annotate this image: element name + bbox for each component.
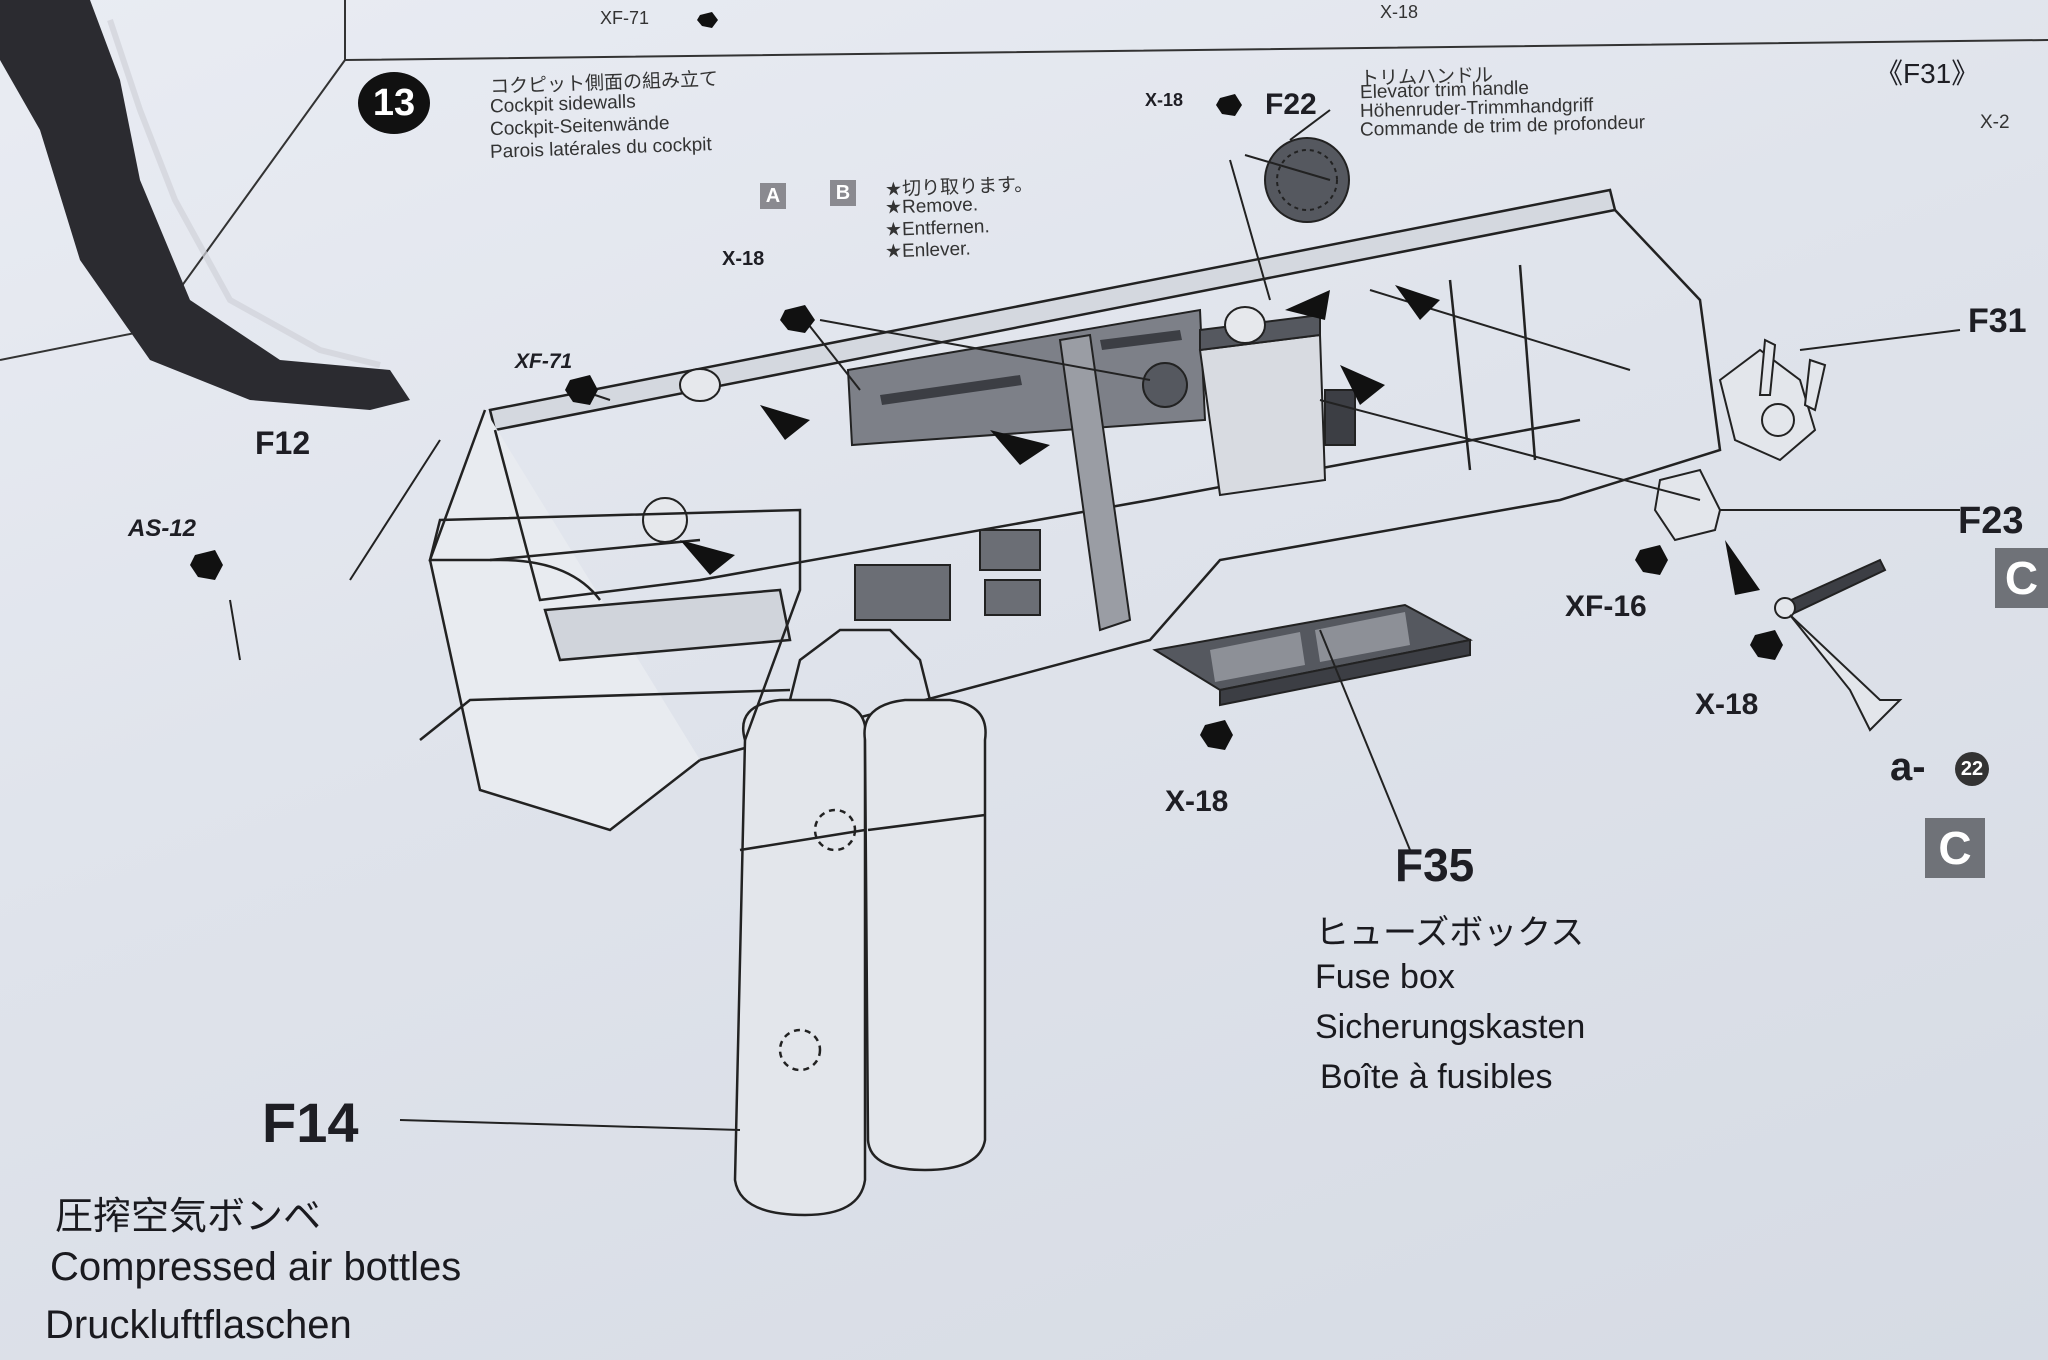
f14-label: F14	[262, 1091, 359, 1154]
f31-label: F31	[1968, 302, 2027, 340]
as12-label: AS-12	[128, 515, 197, 542]
block-f23-part	[1653, 468, 1722, 542]
paint-hex-x18-top	[780, 305, 815, 333]
remove-tag-a: A	[760, 183, 786, 209]
tweezers-icon	[0, 0, 410, 410]
fitting-1	[679, 368, 721, 402]
paint-hex-xf16	[1635, 545, 1668, 575]
gear-f22-icon	[1264, 137, 1350, 223]
f22-label: F22	[1265, 88, 1317, 121]
fuse-box-en: Fuse box	[1315, 958, 1455, 996]
f35-label: F35	[1395, 839, 1475, 891]
box-1	[854, 564, 951, 621]
air-bottles-de: Druckluftflaschen	[45, 1303, 352, 1347]
fuse-box-ja: ヒューズボックス	[1315, 914, 1585, 952]
fuse-box-de: Sicherungskasten	[1315, 1008, 1586, 1046]
paint-hex-as12	[190, 550, 223, 580]
dark-panel-slot-2	[1100, 330, 1182, 350]
c-tag-1: C	[1995, 548, 2048, 608]
paint-hex-xf71	[565, 375, 598, 405]
leader-lines	[229, 109, 1961, 1131]
pipe-line	[419, 688, 791, 741]
box-2	[979, 529, 1041, 571]
handle-f31-part	[1718, 338, 1827, 462]
fitting-3	[1224, 306, 1266, 344]
fuse-box-fr: Boîte à fusibles	[1320, 1058, 1553, 1096]
x18-fuse-label: X-18	[1165, 785, 1229, 818]
paint-hex-x18-right	[1750, 630, 1783, 660]
rivet-strip	[1058, 333, 1132, 632]
air-bottles-en: Compressed air bottles	[50, 1245, 462, 1289]
step-number-badge: 13	[358, 72, 430, 134]
remove-tag-b: B	[830, 180, 856, 206]
f31-bracket-label: 《F31》	[1875, 58, 1980, 89]
air-bottles-part	[733, 628, 987, 1217]
dark-panel-slot	[880, 375, 1022, 405]
paint-markers	[190, 12, 1783, 750]
c-tag-2: C	[1925, 818, 1985, 878]
arrows	[680, 285, 1760, 595]
paint-hex-top-left	[697, 12, 718, 28]
a-ref-badge: 22	[1955, 752, 1989, 786]
hollow-arrow	[1789, 614, 1903, 732]
air-bottles-ja: 圧搾空気ボンベ	[55, 1196, 322, 1238]
tweezers-highlight	[107, 19, 381, 368]
paint-hex-f22	[1216, 94, 1242, 116]
x18-top-label: X-18	[722, 248, 765, 270]
cockpit-sidewall-part	[428, 188, 1722, 832]
f12-label: F12	[255, 425, 311, 461]
a-ref-label: a-	[1890, 745, 1926, 789]
knob	[1142, 362, 1188, 408]
f23-label: F23	[1958, 500, 2024, 542]
xf16-label: XF-16	[1565, 590, 1647, 623]
bottle-pipe	[428, 508, 802, 741]
top-right-paint-label: X-18	[1380, 2, 1419, 22]
x18-right-label: X-18	[1695, 688, 1759, 721]
box-3	[984, 579, 1041, 616]
f22-paint-label: X-18	[1145, 90, 1184, 110]
xf71-label: XF-71	[515, 350, 573, 373]
x2-fragment-label: X-2	[1980, 112, 2010, 133]
control-box	[1198, 333, 1327, 497]
paint-hex-x18-fuse	[1200, 720, 1233, 750]
remove-note-fr: ★Enlever.	[884, 238, 972, 263]
fitting-2	[642, 497, 688, 543]
small-box	[1324, 389, 1356, 446]
top-left-paint-label: XF-71	[600, 8, 650, 28]
